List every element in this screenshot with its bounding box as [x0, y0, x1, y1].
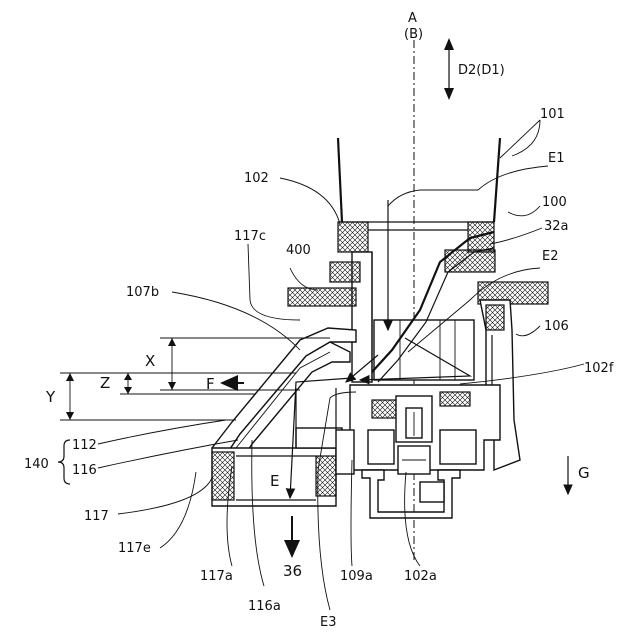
- flow-label-e1: E1: [548, 151, 565, 166]
- ref-107b: 107b: [126, 285, 159, 300]
- ref-116a: 116a: [248, 599, 281, 614]
- group-brace-140: [58, 440, 70, 484]
- direction-label-d2: D2(D1): [458, 63, 505, 78]
- flow-label-e2: E2: [542, 249, 559, 264]
- direction-label-g: G: [578, 464, 590, 482]
- dim-label-x: X: [145, 352, 155, 370]
- flange-400-left: [288, 288, 356, 306]
- ref-400: 400: [286, 243, 311, 258]
- top-flange-left: [338, 222, 368, 252]
- flow-label-36: 36: [283, 562, 302, 580]
- ref-100: 100: [542, 195, 567, 210]
- direction-arrow-d2: [444, 38, 454, 100]
- dim-label-y: Y: [45, 388, 56, 406]
- ref-32a: 32a: [544, 219, 569, 234]
- ref-117c: 117c: [234, 229, 266, 244]
- flow-label-e3: E3: [320, 615, 337, 630]
- ref-117e: 117e: [118, 541, 151, 556]
- ref-101: 101: [540, 107, 565, 122]
- group-label-140: 140: [24, 457, 49, 472]
- ref-106: 106: [544, 319, 569, 334]
- arrow-label-f: F: [206, 375, 215, 393]
- group-item-116: 116: [72, 463, 97, 478]
- film-right: [494, 138, 500, 222]
- axis-label-b: (B): [404, 27, 423, 42]
- bottom-boss-102a: [362, 470, 460, 518]
- ref-117: 117: [84, 509, 109, 524]
- ref-102: 102: [244, 171, 269, 186]
- ref-102f: 102f: [584, 361, 614, 376]
- group-item-112: 112: [72, 438, 97, 453]
- film-left: [338, 138, 342, 222]
- ref-117a: 117a: [200, 569, 233, 584]
- axis-label-a: A: [408, 11, 417, 26]
- flow-label-e: E: [270, 472, 279, 490]
- dim-label-z: Z: [100, 374, 110, 392]
- ref-109a: 109a: [340, 569, 373, 584]
- ref-102a: 102a: [404, 569, 437, 584]
- inner-chamber: [374, 320, 474, 380]
